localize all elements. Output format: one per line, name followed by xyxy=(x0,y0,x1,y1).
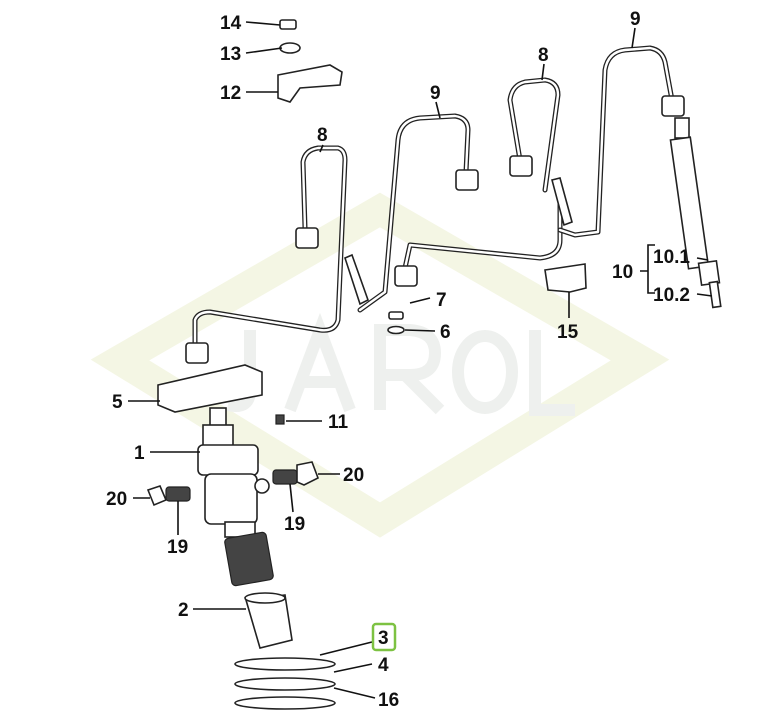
label-12[interactable]: 12 xyxy=(220,83,241,104)
injection-pipes xyxy=(185,45,685,364)
label-3[interactable]: 3 xyxy=(378,628,389,649)
pipe-clamp xyxy=(344,253,369,306)
bolt-part-19 xyxy=(272,469,298,485)
label-6[interactable]: 6 xyxy=(440,322,451,343)
label-10[interactable]: 10 xyxy=(612,262,633,283)
clamp-part-12 xyxy=(277,64,343,103)
label-7[interactable]: 7 xyxy=(436,290,447,311)
injector xyxy=(669,117,722,309)
label-20[interactable]: 20 xyxy=(343,465,364,486)
pipe-nut xyxy=(509,155,533,177)
washer-part-13 xyxy=(279,42,301,54)
label-9[interactable]: 9 xyxy=(430,83,441,104)
screw-part-11 xyxy=(275,414,285,425)
pipe-nut xyxy=(394,265,418,287)
label-13[interactable]: 13 xyxy=(220,44,241,65)
label-9[interactable]: 9 xyxy=(630,9,641,30)
label-14[interactable]: 14 xyxy=(220,13,242,34)
washer-part-6 xyxy=(387,325,405,335)
nut-part-14 xyxy=(279,19,297,30)
pipe-nut xyxy=(185,342,209,364)
bolt-part-19 xyxy=(165,486,191,502)
pipe-nut xyxy=(661,95,685,117)
pipe-clamp xyxy=(551,177,573,227)
label-10-1[interactable]: 10.1 xyxy=(653,247,690,268)
shim-part-4 xyxy=(234,677,336,691)
label-16[interactable]: 16 xyxy=(378,690,399,711)
label-10-2[interactable]: 10.2 xyxy=(653,285,690,306)
shim-part-3 xyxy=(234,657,336,671)
label-5[interactable]: 5 xyxy=(112,392,123,413)
leader-lines xyxy=(128,21,713,699)
watermark-logo xyxy=(90,192,670,538)
highlight-box-3 xyxy=(371,622,397,652)
label-19[interactable]: 19 xyxy=(284,514,305,535)
pipe-nut xyxy=(455,169,479,191)
label-4[interactable]: 4 xyxy=(378,655,389,676)
banjo-part-20 xyxy=(296,461,320,486)
banjo-part-20 xyxy=(146,485,168,507)
injection-pump xyxy=(197,407,274,587)
label-15[interactable]: 15 xyxy=(557,322,579,343)
nut-part-7 xyxy=(388,311,404,320)
label-2[interactable]: 2 xyxy=(178,600,189,621)
label-1[interactable]: 1 xyxy=(134,443,145,464)
spacer-part-5 xyxy=(157,364,263,413)
pipe-nut xyxy=(295,227,319,249)
label-20[interactable]: 20 xyxy=(106,489,127,510)
bracket-part-15 xyxy=(544,263,587,293)
label-8[interactable]: 8 xyxy=(538,45,549,66)
label-11[interactable]: 11 xyxy=(328,412,349,433)
shim-part-16 xyxy=(234,696,336,710)
label-19[interactable]: 19 xyxy=(167,537,188,558)
label-8[interactable]: 8 xyxy=(317,125,328,146)
